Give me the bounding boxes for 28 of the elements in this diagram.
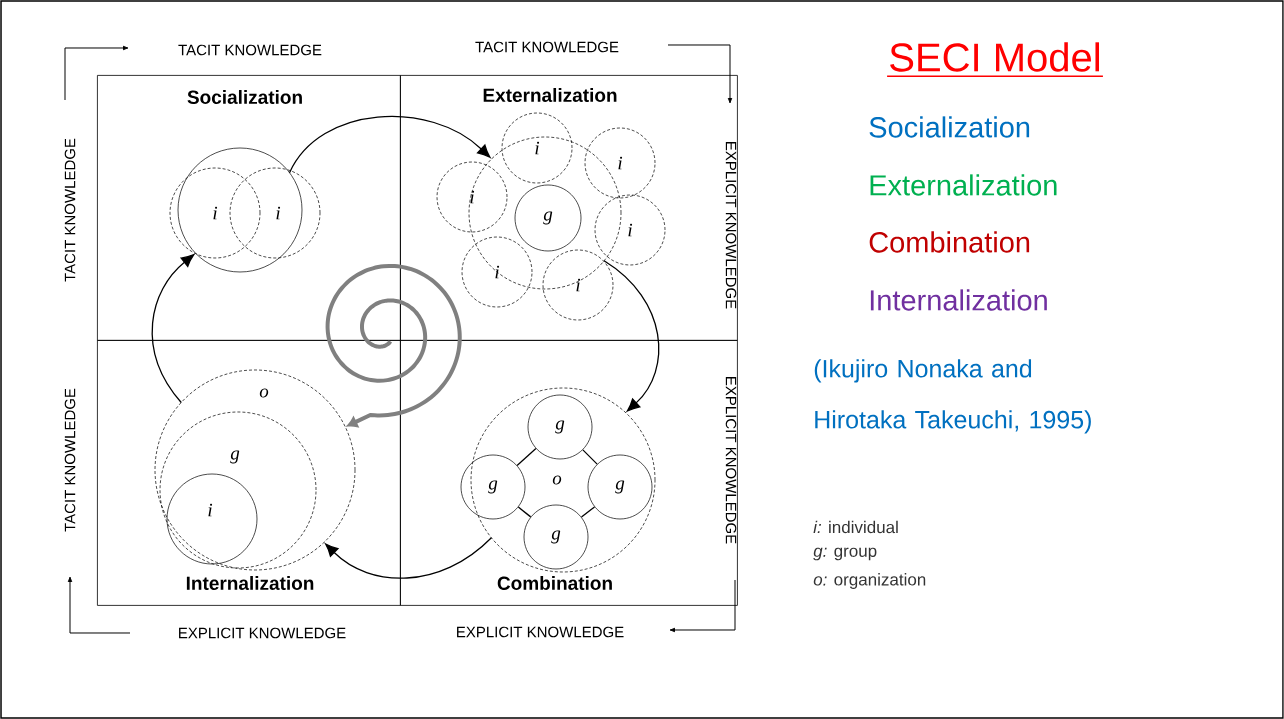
- list-item: Internalization: [870, 289, 1047, 311]
- key-text: g: group: [813, 547, 877, 561]
- list-item: Externalization: [870, 174, 1057, 196]
- curved-arrow: [151, 254, 195, 404]
- spiral-arrow: [325, 263, 462, 428]
- axis-label: EXPLICIT KNOWLEDGE: [179, 627, 346, 639]
- dashed-circle: [468, 136, 622, 290]
- key-text: i: individual: [813, 520, 898, 534]
- connector-line: [516, 447, 537, 467]
- axis-label: TACIT KNOWLEDGE: [178, 44, 322, 56]
- axis-label: TACIT KNOWLEDGE: [475, 41, 619, 53]
- citation: (Ikujiro Nonaka and Hirotaka Takeuchi, 1995): [814, 359, 1091, 434]
- axis-label: TACIT KNOWLEDGE: [64, 388, 76, 532]
- curved-arrow: [603, 260, 660, 412]
- list-item: Combination: [869, 231, 1030, 253]
- axis-label: EXPLICIT KNOWLEDGE: [457, 626, 624, 638]
- axis-label: TACIT KNOWLEDGE: [64, 138, 76, 282]
- connector-line: [580, 506, 596, 518]
- connector-line: [582, 449, 598, 465]
- list-item: Socialization: [869, 116, 1030, 138]
- axis-label: EXPLICIT KNOWLEDGE: [725, 142, 737, 309]
- title: SECI Model: [886, 42, 1104, 78]
- key-text: o: organization: [813, 573, 926, 589]
- curved-arrow: [288, 115, 491, 174]
- circle: [177, 147, 303, 273]
- connector-line: [517, 506, 532, 518]
- curved-arrow: [325, 537, 493, 579]
- axis-label: EXPLICIT KNOWLEDGE: [725, 377, 737, 544]
